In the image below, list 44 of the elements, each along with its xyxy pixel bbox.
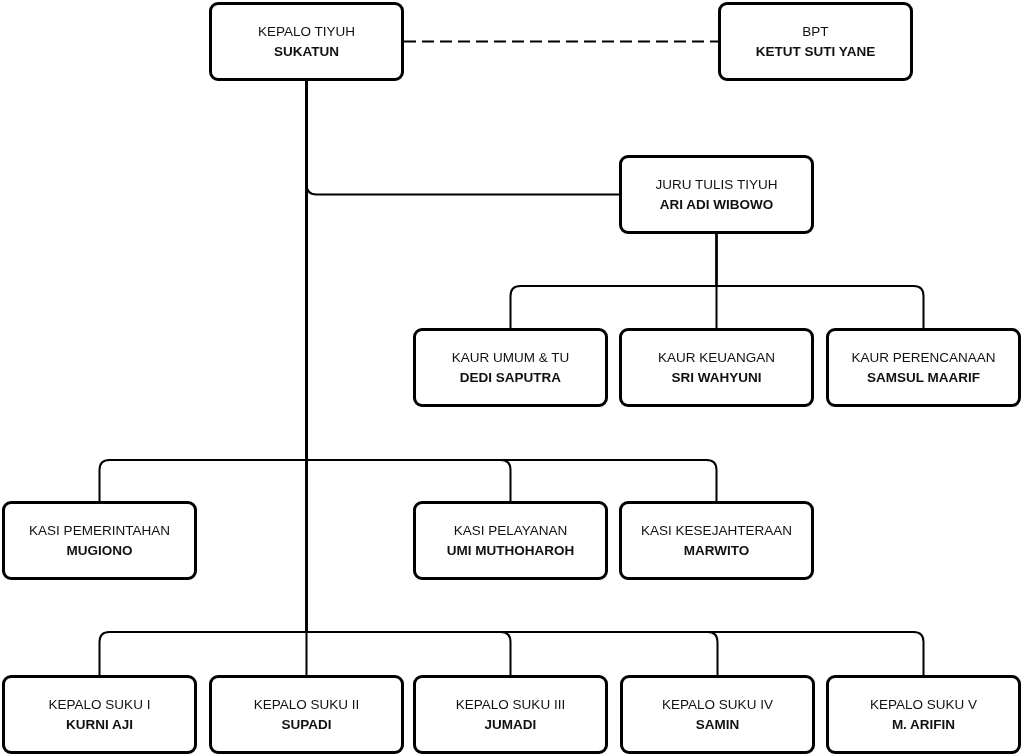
position-title: KASI PELAYANAN (453, 523, 568, 538)
position-box (826, 675, 1021, 754)
position-title: KEPALO SUKU IV (662, 697, 773, 712)
position-title: JURU TULIS TIYUH (655, 177, 778, 192)
position-box (2, 675, 197, 754)
position-box (413, 501, 608, 580)
position-title: KEPALO SUKU III (455, 697, 566, 712)
person-name: SUKATUN (274, 44, 339, 59)
position-box (619, 328, 814, 407)
person-name: JUMADI (484, 717, 537, 732)
dashed-connector (403, 40, 719, 43)
position-title: KEPALO SUKU V (869, 697, 977, 712)
position-title: KASI PEMERINTAHAN (29, 523, 170, 538)
person-name: SAMIN (695, 717, 740, 732)
position-box (413, 675, 608, 754)
person-name: SRI WAHYUNI (671, 370, 762, 385)
position-box (209, 675, 404, 754)
position-title: KASI KESEJAHTERAAN (641, 523, 792, 538)
person-name: MARWITO (683, 543, 750, 558)
position-title: KAUR UMUM & TU (451, 350, 570, 365)
person-name: SUPADI (281, 717, 332, 732)
position-title: KAUR PERENCANAAN (851, 350, 996, 365)
position-title: KEPALO SUKU II (253, 697, 360, 712)
person-name: MUGIONO (66, 543, 133, 558)
person-name: SAMSUL MAARIF (867, 370, 980, 385)
position-title: KEPALO TIYUH (258, 24, 355, 39)
person-name: ARI ADI WIBOWO (659, 197, 774, 212)
position-box (619, 501, 814, 580)
position-box (2, 501, 197, 580)
position-box (209, 2, 404, 81)
position-title: BPT (802, 24, 829, 39)
position-title: KEPALO SUKU I (48, 697, 151, 712)
position-box (619, 155, 814, 234)
person-name: KETUT SUTI YANE (755, 44, 876, 59)
position-box (413, 328, 608, 407)
person-name: UMI MUTHOHAROH (446, 543, 575, 558)
person-name: M. ARIFIN (891, 717, 956, 732)
position-title: KAUR KEUANGAN (658, 350, 775, 365)
position-box (718, 2, 913, 81)
position-box (620, 675, 815, 754)
person-name: DEDI SAPUTRA (459, 370, 562, 385)
person-name: KURNI AJI (66, 717, 133, 732)
connector-line (715, 233, 925, 329)
position-box (826, 328, 1021, 407)
